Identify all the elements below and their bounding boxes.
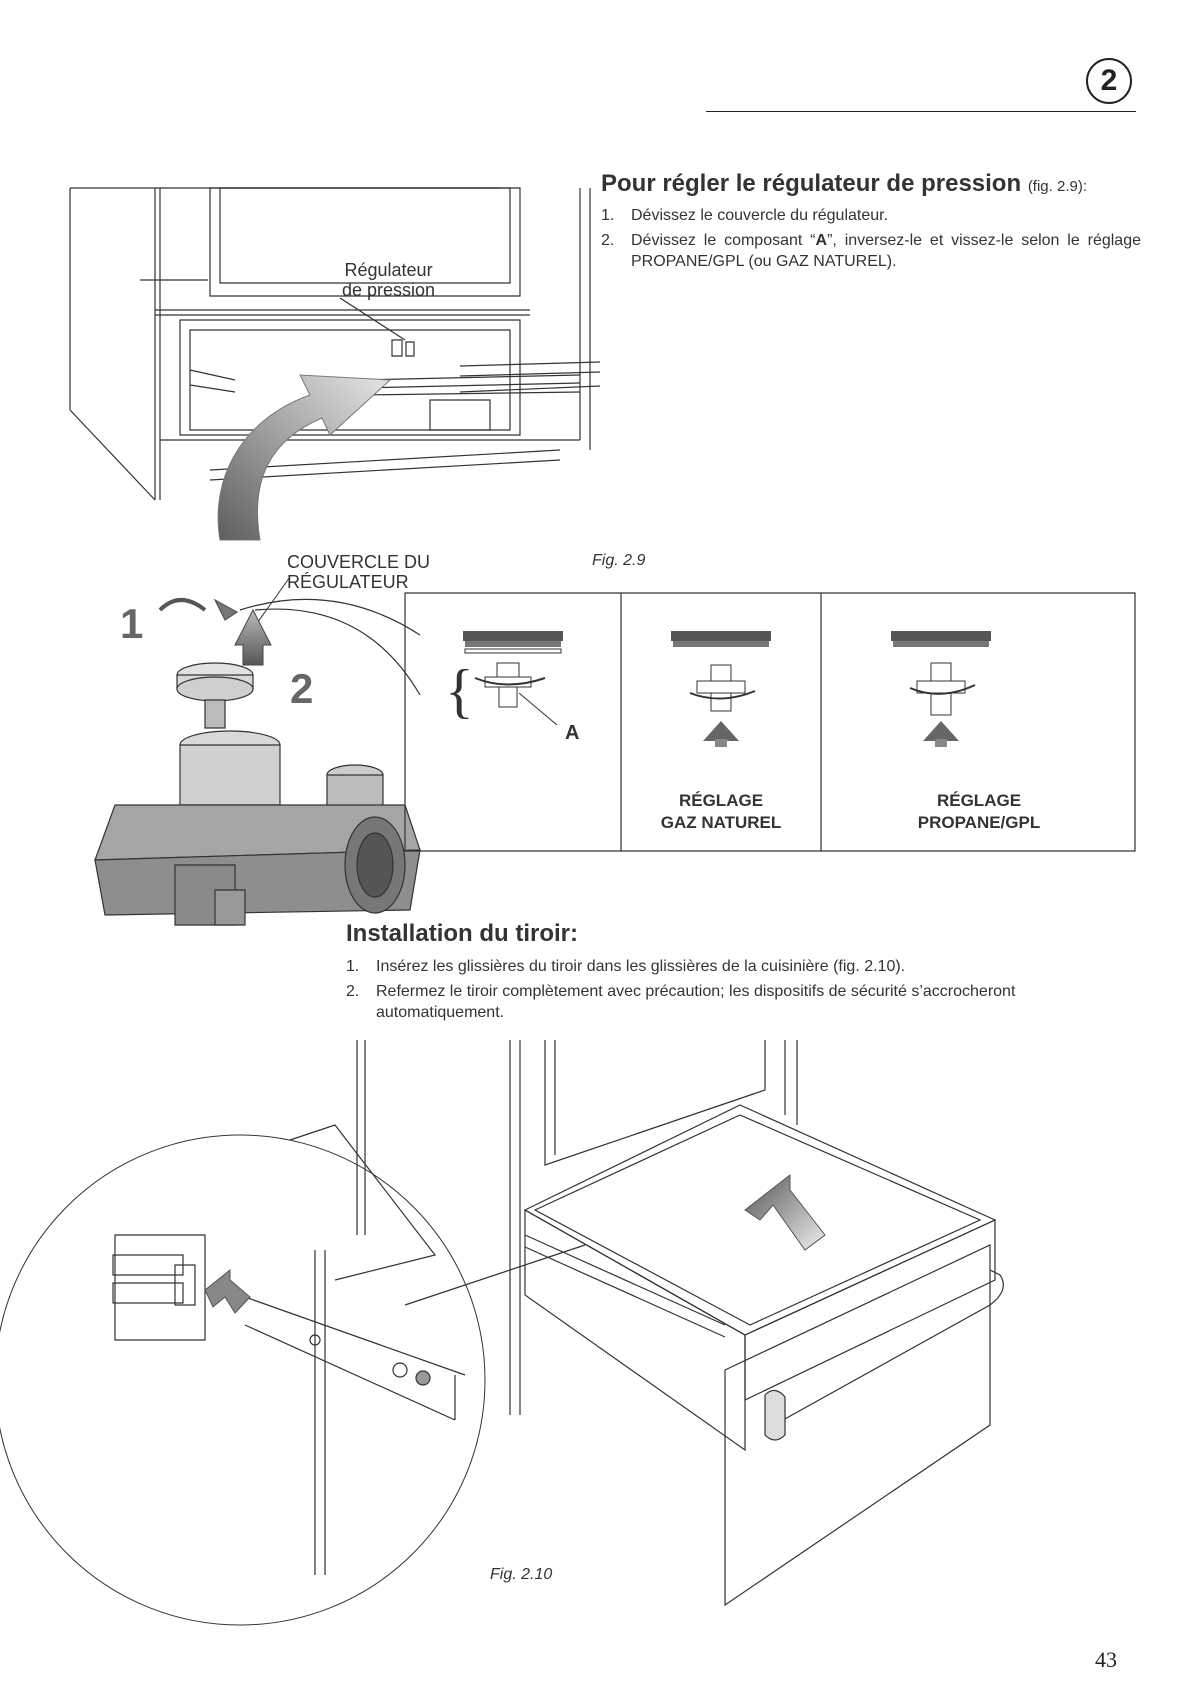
step-mark-1: 1 [120,600,144,647]
svg-text:{: { [445,658,474,724]
list-item: 1. Insérez les glissières du tiroir dans… [346,958,906,975]
list-item: 1. Dévissez le couvercle du régulateur. [601,207,889,224]
section-title-drawer-installation: Installation du tiroir: [346,920,578,947]
component-a-icon: { [445,631,563,725]
curved-arrow-icon [200,360,400,550]
section1-steps: 1. Dévissez le couvercle du régulateur. … [601,205,1141,276]
label-component-a: A [565,722,580,744]
list-item: 2. Dévissez le composant “A”, inversez-l… [601,232,1141,270]
step-mark-2: 2 [290,665,314,712]
section-title-pressure-regulator: Pour régler le régulateur de pression (f… [601,170,1087,197]
page-number: 43 [1095,1647,1117,1672]
figure-caption-2-10: Fig. 2.10 [490,1566,553,1583]
label-regulator-cover: COUVERCLE DU RÉGULATEUR [287,552,431,592]
drawer-installation-illustration [85,1035,1095,1635]
header-rule [706,111,1136,112]
propane-setting-icon [891,631,991,747]
oven-regulator-illustration [60,180,600,510]
label-pressure-regulator: Régulateur de pression [342,260,436,300]
section2-steps: 1. Insérez les glissières du tiroir dans… [346,956,1136,1027]
chapter-badge: 2 [1086,58,1132,104]
label-propane-setting: RÉGLAGE PROPANE/GPL [917,791,1041,832]
natural-gas-setting-icon [671,631,771,747]
label-natural-gas-setting: RÉGLAGE GAZ NATUREL [660,791,782,832]
figure-caption-2-9: Fig. 2.9 [592,552,646,569]
setting-panels-diagram: { [405,593,1137,853]
regulator-closeup-illustration [75,590,445,930]
list-item: 2. Refermez le tiroir complètement avec … [346,983,1016,1021]
